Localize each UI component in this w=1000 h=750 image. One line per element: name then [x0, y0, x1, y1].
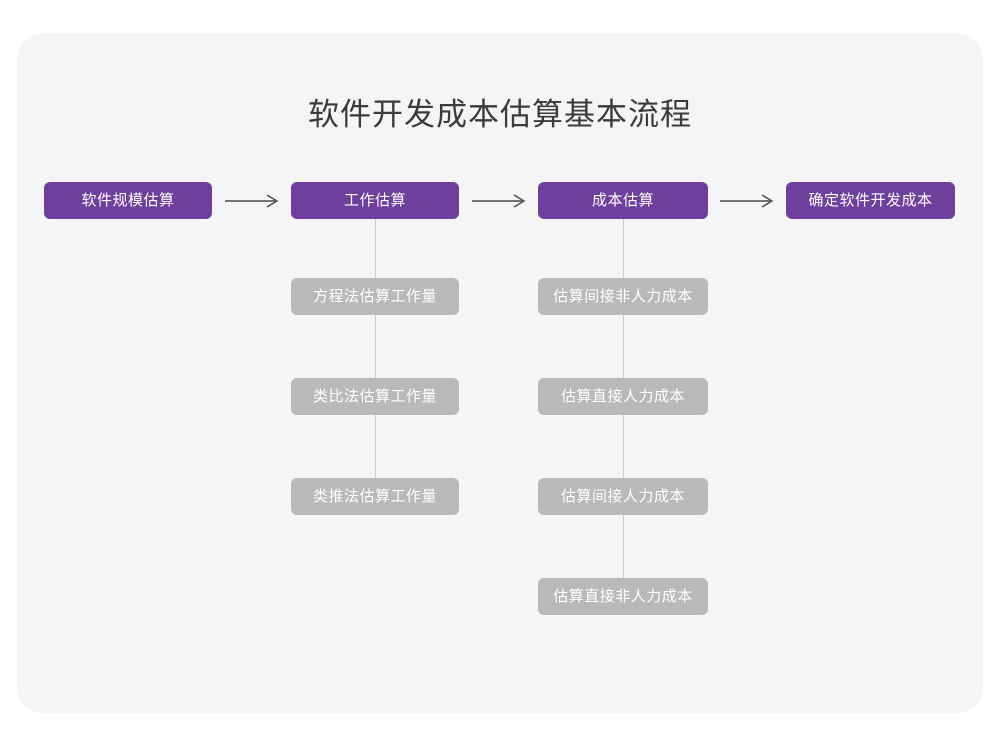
arrow-right-icon — [472, 194, 526, 208]
arrow-stage2-to-stage3 — [472, 194, 528, 208]
arrow-stage1-to-stage2 — [225, 194, 281, 208]
flow-node-stage-1[interactable]: 软件规模估算 — [44, 182, 212, 219]
flow-substep-stage-2-2[interactable]: 类比法估算工作量 — [291, 378, 459, 415]
flow-substep-stage-2-1[interactable]: 方程法估算工作量 — [291, 278, 459, 315]
page-title: 软件开发成本估算基本流程 — [308, 97, 692, 133]
diagram-card — [17, 33, 983, 713]
arrow-stage3-to-stage4 — [720, 194, 776, 208]
flow-substep-stage-2-3[interactable]: 类推法估算工作量 — [291, 478, 459, 515]
arrow-right-icon — [225, 194, 279, 208]
flow-node-stage-2[interactable]: 工作估算 — [291, 182, 459, 219]
flow-substep-stage-3-1[interactable]: 估算间接非人力成本 — [538, 278, 708, 315]
flow-substep-stage-3-2[interactable]: 估算直接人力成本 — [538, 378, 708, 415]
connector-line-stage-2 — [375, 219, 376, 478]
flow-node-stage-4[interactable]: 确定软件开发成本 — [786, 182, 955, 219]
flow-node-stage-3[interactable]: 成本估算 — [538, 182, 708, 219]
flow-substep-stage-3-3[interactable]: 估算间接人力成本 — [538, 478, 708, 515]
arrow-right-icon — [720, 194, 774, 208]
flow-substep-stage-3-4[interactable]: 估算直接非人力成本 — [538, 578, 708, 615]
